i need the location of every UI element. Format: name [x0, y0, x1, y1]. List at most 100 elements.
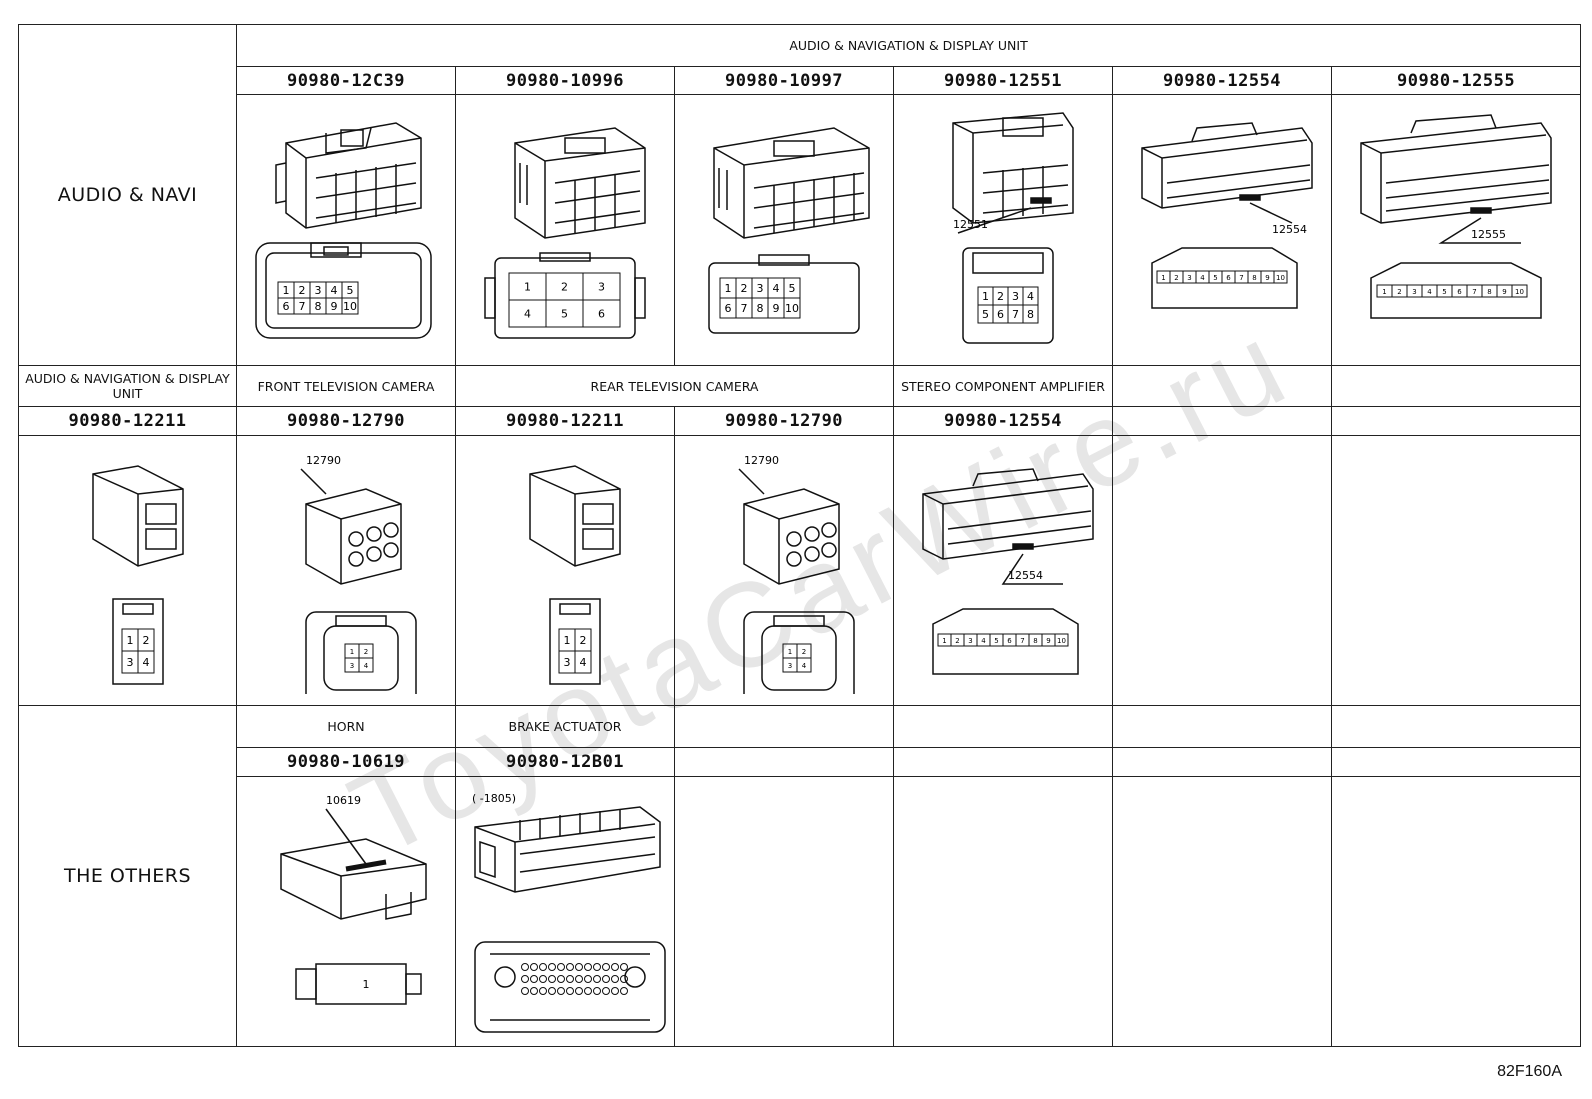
part-number: 90980-12211	[18, 406, 237, 436]
terminal-icon	[593, 962, 601, 971]
part-number: 90980-12790	[674, 406, 894, 436]
pin-number: 5	[994, 637, 998, 645]
terminal-icon	[575, 986, 583, 995]
header-front-tv-camera: FRONT TELEVISION CAMERA	[236, 364, 456, 408]
pin-number: 1	[363, 978, 370, 991]
header-horn: HORN	[236, 705, 456, 749]
empty-cell	[1330, 747, 1582, 777]
pin-cell	[137, 650, 154, 674]
terminal-icon	[602, 962, 610, 971]
pin-number: 5	[982, 308, 989, 321]
terminal-icon	[557, 986, 565, 995]
pin-cell	[1511, 284, 1528, 298]
pin-number: 6	[1226, 274, 1231, 282]
part-number: 90980-12211	[455, 406, 675, 436]
terminal-icon	[566, 974, 574, 983]
pin-number: 2	[580, 634, 587, 647]
pin-number: 1	[942, 637, 946, 645]
pin-number: 3	[126, 656, 133, 669]
pin-number: 3	[1012, 290, 1019, 303]
pin-number: 4	[1027, 290, 1034, 303]
empty-cell	[674, 705, 894, 749]
terminal-icon	[611, 962, 619, 971]
terminal-icon	[530, 974, 538, 983]
pin-number: 10	[1515, 288, 1524, 296]
terminal-icon	[530, 986, 538, 995]
empty-cell	[1112, 775, 1332, 1048]
part-number: 90980-12555	[1330, 65, 1582, 96]
svg-text:12554: 12554	[1272, 223, 1307, 236]
pin-number: 4	[524, 308, 531, 321]
part-number: 90980-10997	[674, 65, 894, 96]
pin-number: 3	[598, 281, 605, 294]
pin-number: 1	[524, 281, 531, 294]
pin-number: 7	[1020, 637, 1024, 645]
pin-number: 10	[1057, 637, 1066, 645]
pin-number: 3	[757, 282, 764, 295]
pin-number: 1	[1161, 274, 1165, 282]
empty-cell	[674, 775, 894, 1048]
terminal-icon	[539, 974, 547, 983]
pin-number: 6	[283, 300, 290, 313]
pin-number: 3	[968, 637, 972, 645]
pin-number: 4	[331, 284, 338, 297]
empty-cell	[674, 747, 894, 777]
terminal-icon	[584, 986, 592, 995]
pin-number: 5	[789, 282, 796, 295]
part-number: 90980-12554	[893, 406, 1113, 436]
terminal-icon	[539, 962, 547, 971]
terminal-icon	[593, 986, 601, 995]
pin-number: 2	[142, 634, 149, 647]
pin-number: 7	[1472, 288, 1476, 296]
pin-number: 4	[773, 282, 780, 295]
terminal-icon	[575, 962, 583, 971]
part-number: 90980-12B01	[455, 747, 675, 777]
pin-number: 4	[142, 656, 149, 669]
terminal-icon	[602, 974, 610, 983]
terminal-icon	[602, 986, 610, 995]
pin-number: 2	[997, 290, 1004, 303]
pin-number: 7	[1012, 308, 1019, 321]
terminal-icon	[611, 986, 619, 995]
svg-text:( -1805): ( -1805)	[472, 792, 516, 805]
terminal-icon	[548, 962, 556, 971]
terminal-icon	[584, 962, 592, 971]
terminal-icon	[566, 962, 574, 971]
terminal-icon	[620, 986, 628, 995]
pin-number: 1	[788, 648, 792, 656]
terminal-icon	[557, 962, 565, 971]
svg-text:12790: 12790	[306, 454, 341, 467]
pin-number: 2	[802, 648, 806, 656]
header-audio-nav-display-unit-2: AUDIO & NAVIGATION & DISPLAY UNIT	[18, 364, 237, 408]
pin-cell	[358, 657, 374, 673]
pin-number: 1	[564, 634, 571, 647]
pin-number: 10	[1276, 274, 1285, 282]
terminal-icon	[530, 962, 538, 971]
terminal-icon	[521, 986, 529, 995]
diagram-code: 82F160A	[1497, 1063, 1562, 1080]
pin-number: 2	[561, 281, 568, 294]
header-stereo-amp: STEREO COMPONENT AMPLIFIER	[893, 364, 1113, 408]
terminal-icon	[557, 974, 565, 983]
part-number: 90980-12551	[893, 65, 1113, 96]
empty-cell	[1112, 434, 1332, 707]
pin-number: 2	[955, 637, 959, 645]
pin-number: 1	[350, 648, 354, 656]
terminal-icon	[521, 974, 529, 983]
pin-cell	[574, 650, 592, 674]
terminal-icon	[611, 974, 619, 983]
pin-number: 6	[725, 302, 732, 315]
pin-number: 2	[1397, 288, 1401, 296]
terminal-icon	[566, 986, 574, 995]
pin-number: 9	[331, 300, 338, 313]
empty-cell	[893, 747, 1113, 777]
pin-number: 3	[1187, 274, 1191, 282]
